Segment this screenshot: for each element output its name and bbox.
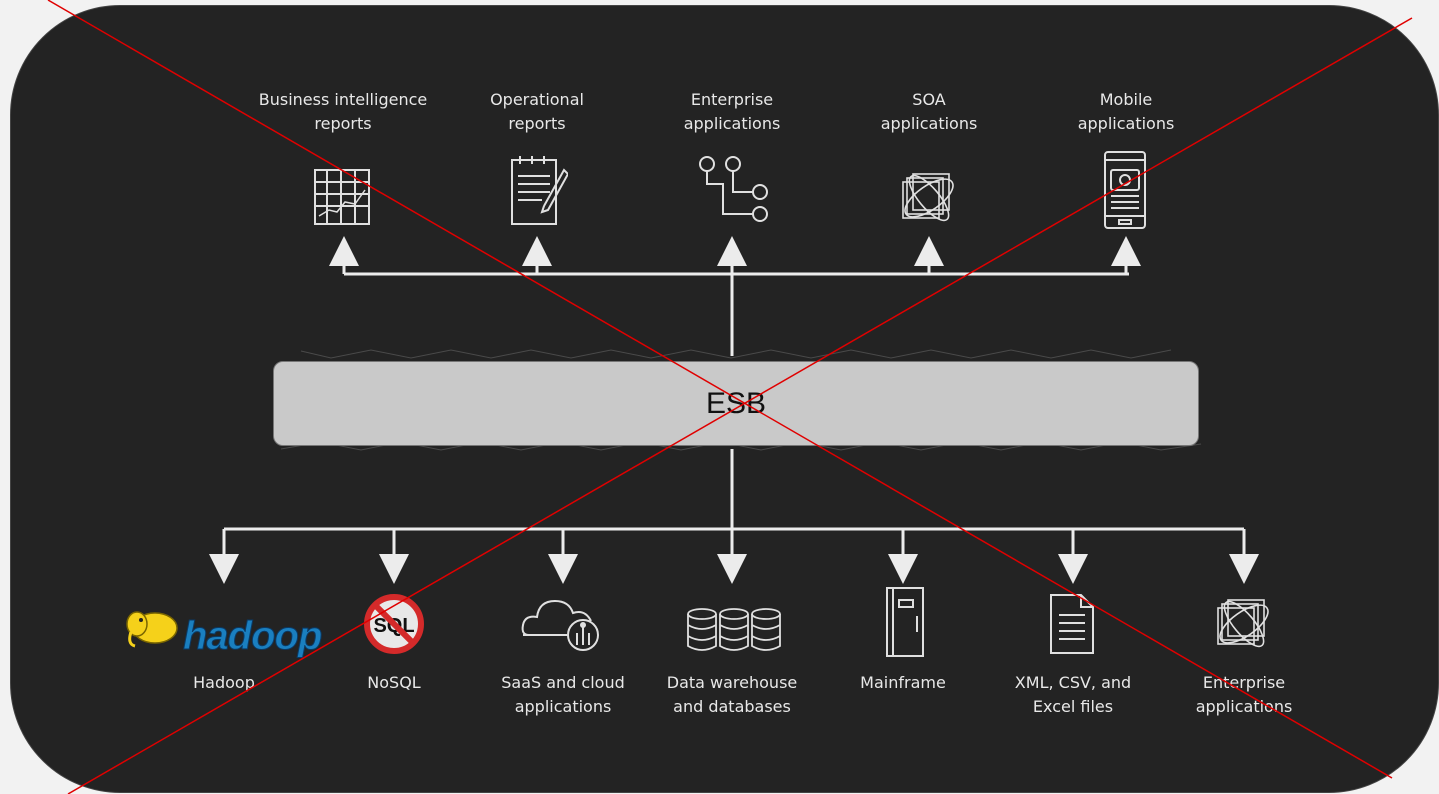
source-label-warehouse: Data warehouse and databases: [666, 673, 798, 716]
source-label-files: XML, CSV, and Excel files: [1014, 673, 1132, 716]
notepad-report-icon: [511, 156, 568, 225]
mainframe-icon: [886, 587, 924, 657]
consumer-label-operational: Operational reports: [490, 90, 584, 133]
no-sql-icon: SQL: [364, 594, 424, 654]
database-stack-icon: [687, 608, 781, 651]
source-label-enterprise: Enterprise applications: [1195, 673, 1293, 716]
mobile-phone-icon: [1104, 151, 1146, 229]
document-file-icon: [1050, 594, 1094, 654]
stacked-layers-icon: [1217, 599, 1269, 648]
esb-bus: ESB: [273, 361, 1199, 446]
branch-icon: [699, 156, 768, 222]
chart-report-icon: [314, 169, 370, 225]
consumer-label-bi: Business intelligence reports: [258, 90, 428, 133]
hadoop-logo-icon: hadoop: [182, 614, 322, 659]
stacked-layers-icon: [902, 173, 954, 222]
cloud-icon: [521, 599, 599, 651]
esb-label: ESB: [705, 386, 767, 420]
hadoop-elephant-icon: [126, 611, 178, 648]
consumer-label-soa: SOA applications: [880, 90, 978, 133]
consumer-label-mobile: Mobile applications: [1077, 90, 1175, 133]
consumer-label-enterprise: Enterprise applications: [683, 90, 781, 133]
diagram-panel: Business intelligence reports Operationa…: [10, 5, 1439, 793]
